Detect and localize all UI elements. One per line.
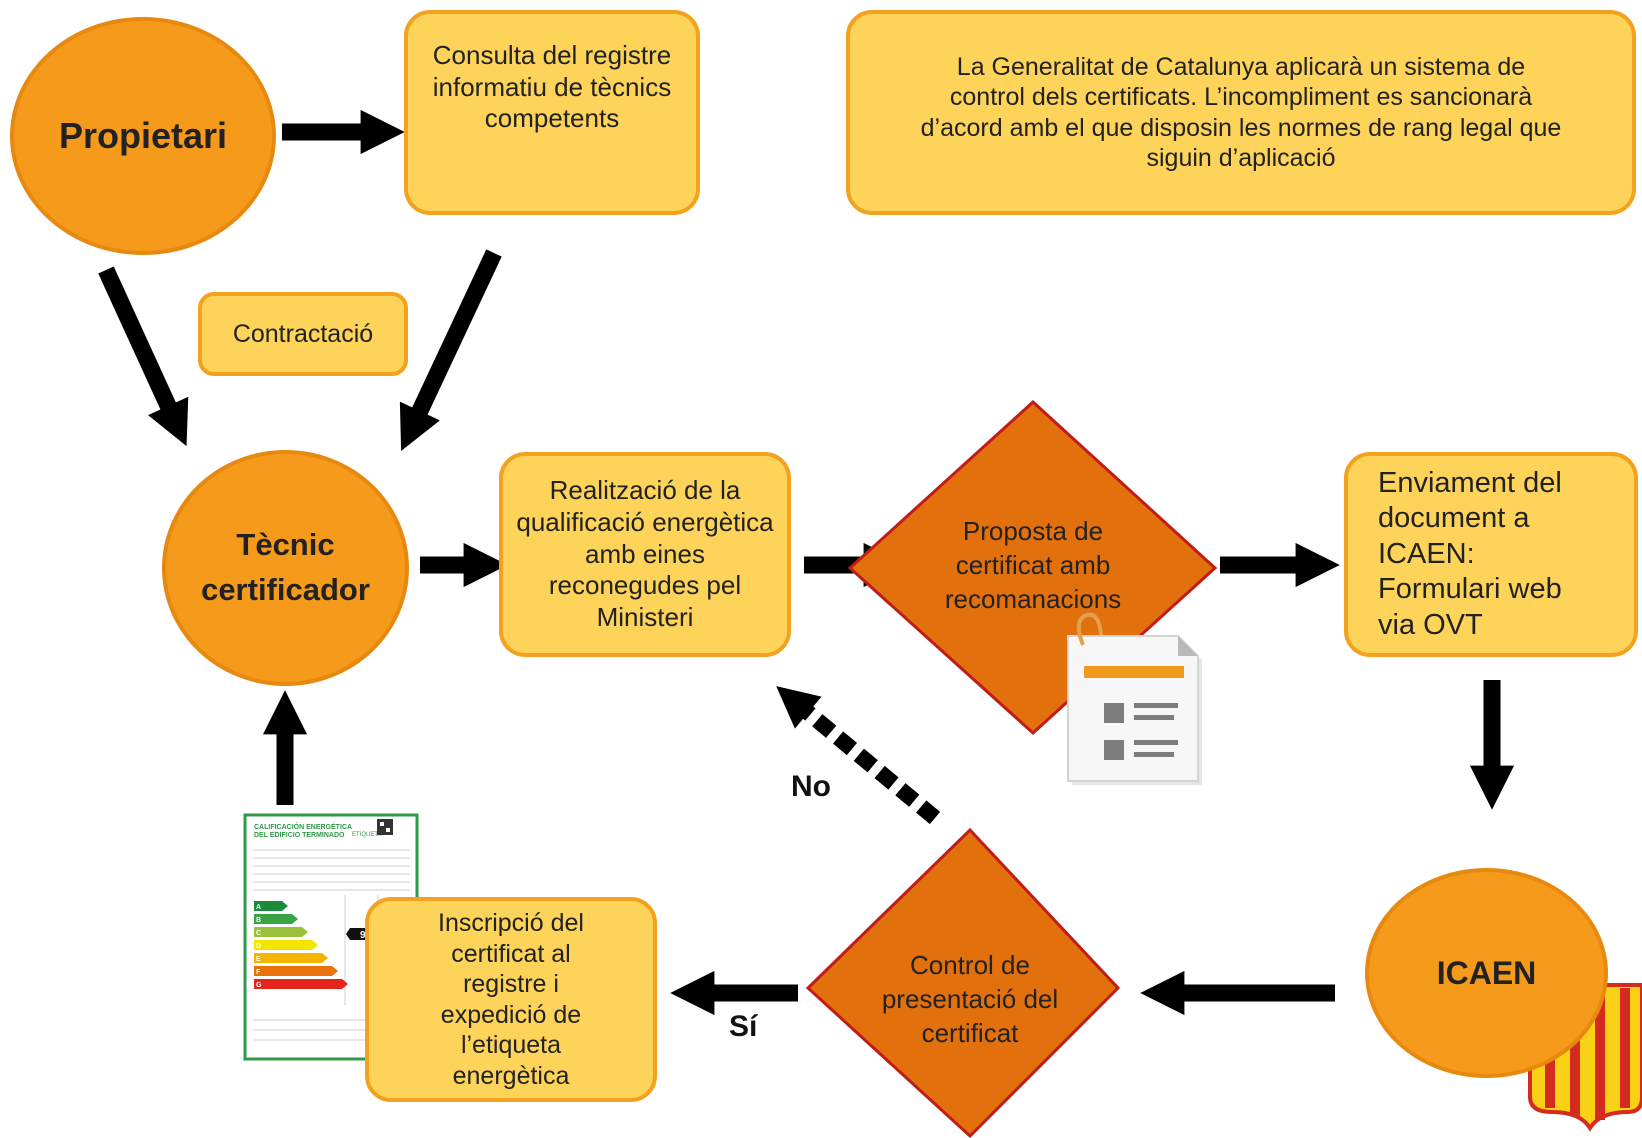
node-enviament-label: Enviament del document a ICAEN: Formular… [1378, 467, 1562, 641]
node-contractacio: Contractació [198, 292, 408, 376]
node-control-label: Control de presentació del certificat [881, 950, 1059, 1048]
node-inscripcio: Inscripció del certificat al registre i … [365, 897, 657, 1102]
qr-code-icon [377, 819, 393, 835]
node-icaen: ICAEN [1365, 868, 1608, 1078]
energy-label-tag: ETIQUETA [352, 832, 382, 838]
node-generalitat-label: La Generalitat de Catalunya aplicarà un … [920, 52, 1562, 173]
edge-label-si: Sí [729, 1010, 758, 1043]
node-propietari: Propietari [10, 17, 276, 255]
class-d-label: D [256, 943, 261, 950]
energy-label-title-1: CALIFICACIÓN ENERGÉTICA [254, 822, 352, 831]
document-icon [1067, 612, 1202, 785]
energy-label-title-2: DEL EDIFICIO TERMINADO [254, 832, 345, 839]
node-enviament: Enviament del document a ICAEN: Formular… [1344, 452, 1638, 657]
node-generalitat-note: La Generalitat de Catalunya aplicarà un … [846, 10, 1636, 215]
class-c-label: C [256, 930, 261, 937]
node-proposta: Proposta de certificat amb recomanacions [910, 500, 1156, 632]
arrow-consulta-to-tecnic [399, 249, 502, 452]
class-b-label: B [256, 917, 261, 924]
edge-label-no: No [791, 770, 831, 803]
node-control-presentacio: Control de presentació del certificat [845, 945, 1095, 1055]
class-g-label: G [256, 982, 262, 989]
node-consulta-registre: Consulta del registre informatiu de tècn… [404, 10, 700, 215]
arrow-control-no-to-realitzacio [776, 686, 941, 825]
node-consulta-label: Consulta del registre informatiu de tècn… [432, 40, 672, 134]
node-contractacio-label: Contractació [232, 319, 374, 348]
energy-class-bars [254, 901, 348, 989]
node-proposta-label: Proposta de certificat amb recomanacions [944, 516, 1122, 614]
class-f-label: F [256, 969, 261, 976]
control-diamond [805, 827, 1121, 1138]
arrow-propietari-to-tecnic [98, 266, 189, 447]
node-tecnic-label: Tècnic certificador [201, 527, 370, 607]
node-realitzacio-label: Realització de la qualificació energètic… [516, 475, 774, 633]
node-realitzacio: Realització de la qualificació energètic… [499, 452, 791, 657]
class-a-label: A [256, 904, 261, 911]
node-icaen-label: ICAEN [1436, 954, 1537, 991]
class-e-label: E [256, 956, 261, 963]
arrows [98, 109, 1515, 1016]
node-tecnic-certificador: Tècnic certificador [162, 450, 409, 686]
node-propietari-label: Propietari [58, 114, 228, 156]
node-inscripcio-label: Inscripció del certificat al registre i … [438, 909, 584, 1090]
